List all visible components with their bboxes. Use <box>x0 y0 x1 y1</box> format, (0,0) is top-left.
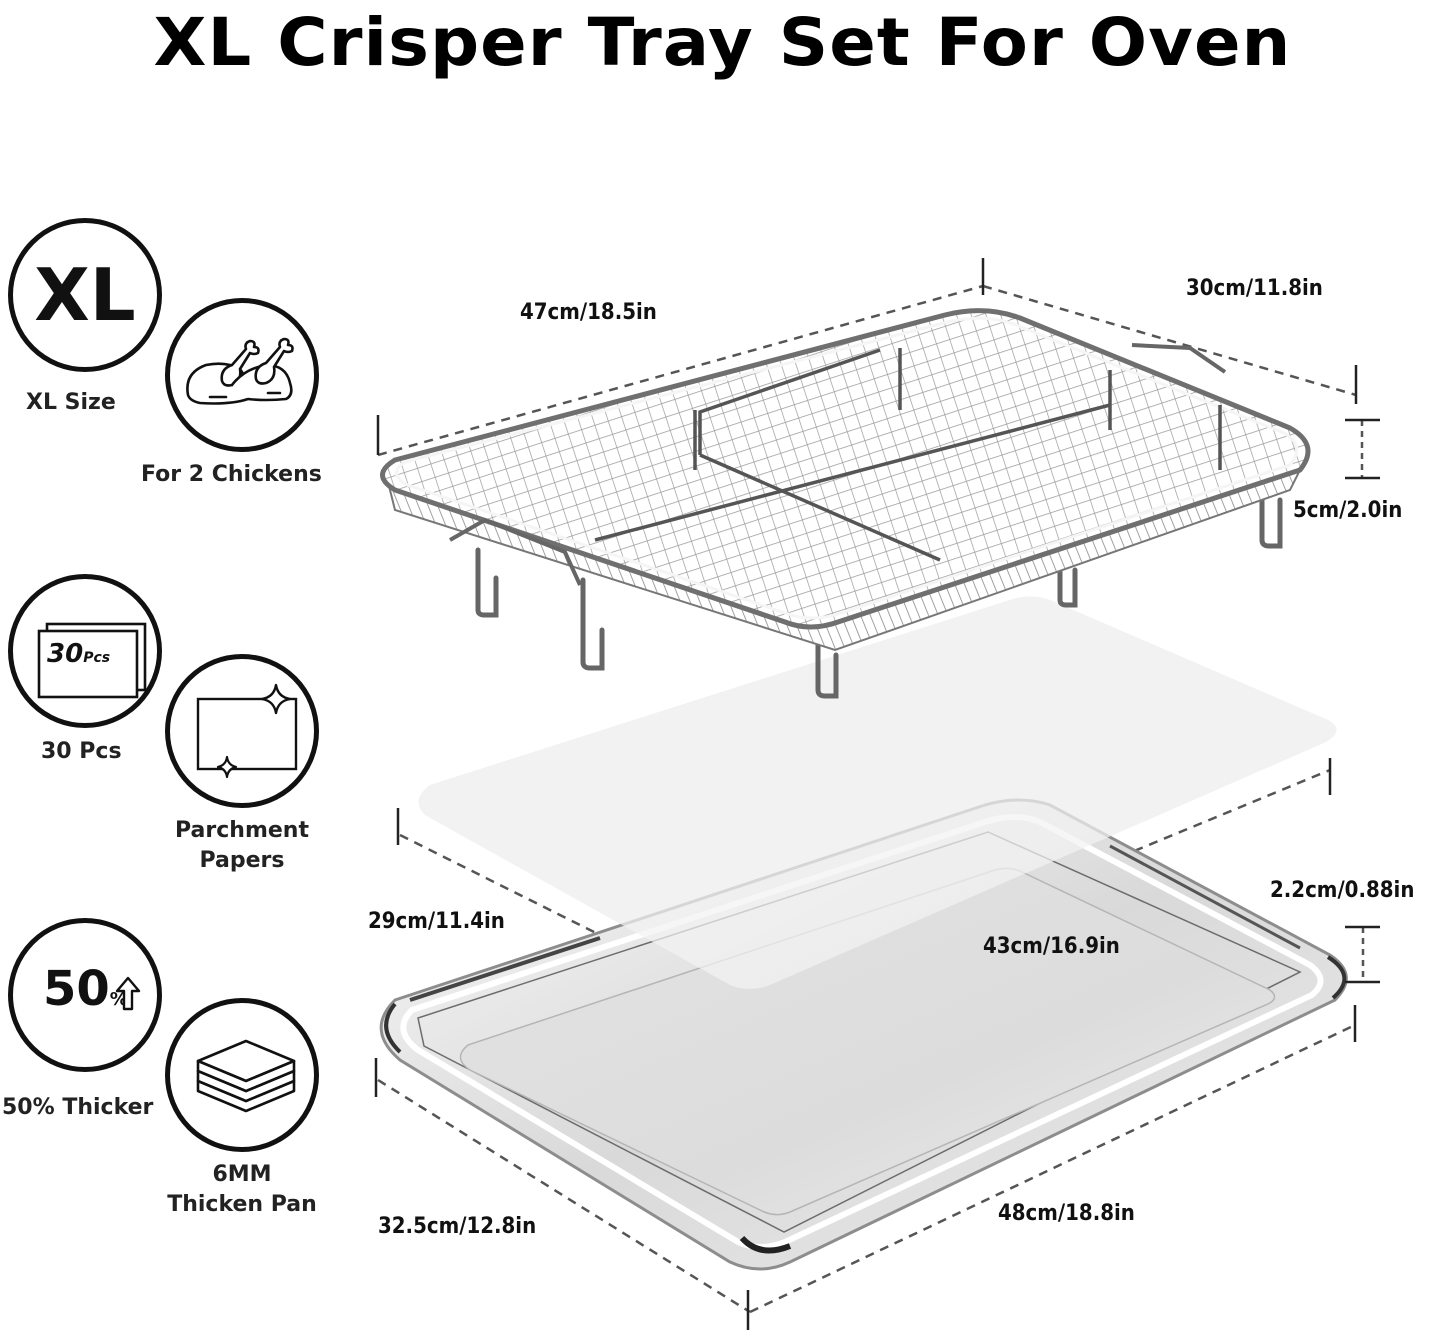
thicken-pan-label: 6MM Thicken Pan <box>158 1160 326 1220</box>
page-title: XL Crisper Tray Set For Oven <box>153 4 1292 81</box>
parchment-label: Parchment Papers <box>168 816 316 876</box>
parchment-label-line1: Parchment <box>175 818 309 843</box>
basket-dimension-lines <box>376 258 1380 480</box>
pan-width-label: 32.5cm/12.8in <box>378 1214 537 1239</box>
layers-icon <box>196 1039 296 1113</box>
parchment-sparkle-icon <box>196 683 298 779</box>
parchment-badge <box>165 654 319 808</box>
basket-length-label: 47cm/18.5in <box>520 300 657 325</box>
paper-stack-icon <box>37 622 147 699</box>
thicken-pan-label-line1: 6MM <box>212 1162 272 1187</box>
xl-size-label: XL Size <box>26 390 116 415</box>
pcs-unit: Pcs <box>83 650 111 666</box>
two-chickens-label: For 2 Chickens <box>141 462 322 487</box>
crisper-basket <box>380 308 1311 699</box>
two-chickens-badge <box>165 298 319 452</box>
thicken-pan-label-line2: Thicken Pan <box>167 1192 317 1217</box>
fifty-number: 50 <box>43 961 110 1017</box>
pan-dimension-lines <box>374 925 1380 1330</box>
arrow-up-icon <box>115 976 141 1011</box>
thirty-pcs-label: 30 Pcs <box>41 739 122 764</box>
xl-icon: XL <box>34 253 136 337</box>
chicken-icon <box>186 337 294 405</box>
xl-size-badge: XL <box>8 218 162 372</box>
paper-length-label: 43cm/16.9in <box>983 934 1120 959</box>
pan-length-label: 48cm/18.8in <box>998 1201 1135 1226</box>
thirty-number: 30 <box>47 639 84 669</box>
basket-height-label: 5cm/2.0in <box>1293 498 1403 523</box>
thicken-pan-badge <box>165 998 319 1152</box>
thicker-label: 50% Thicker <box>2 1095 154 1120</box>
thirty-pcs-badge: 30Pcs <box>8 574 162 728</box>
thirty-pcs-icon-text: 30Pcs <box>47 639 110 669</box>
parchment-label-line2: Papers <box>199 848 285 873</box>
thicker-badge: 50% <box>8 918 162 1072</box>
pan-height-label: 2.2cm/0.88in <box>1270 878 1415 903</box>
paper-width-label: 29cm/11.4in <box>368 909 505 934</box>
basket-width-label: 30cm/11.8in <box>1186 276 1323 301</box>
baking-pan <box>379 798 1348 1271</box>
